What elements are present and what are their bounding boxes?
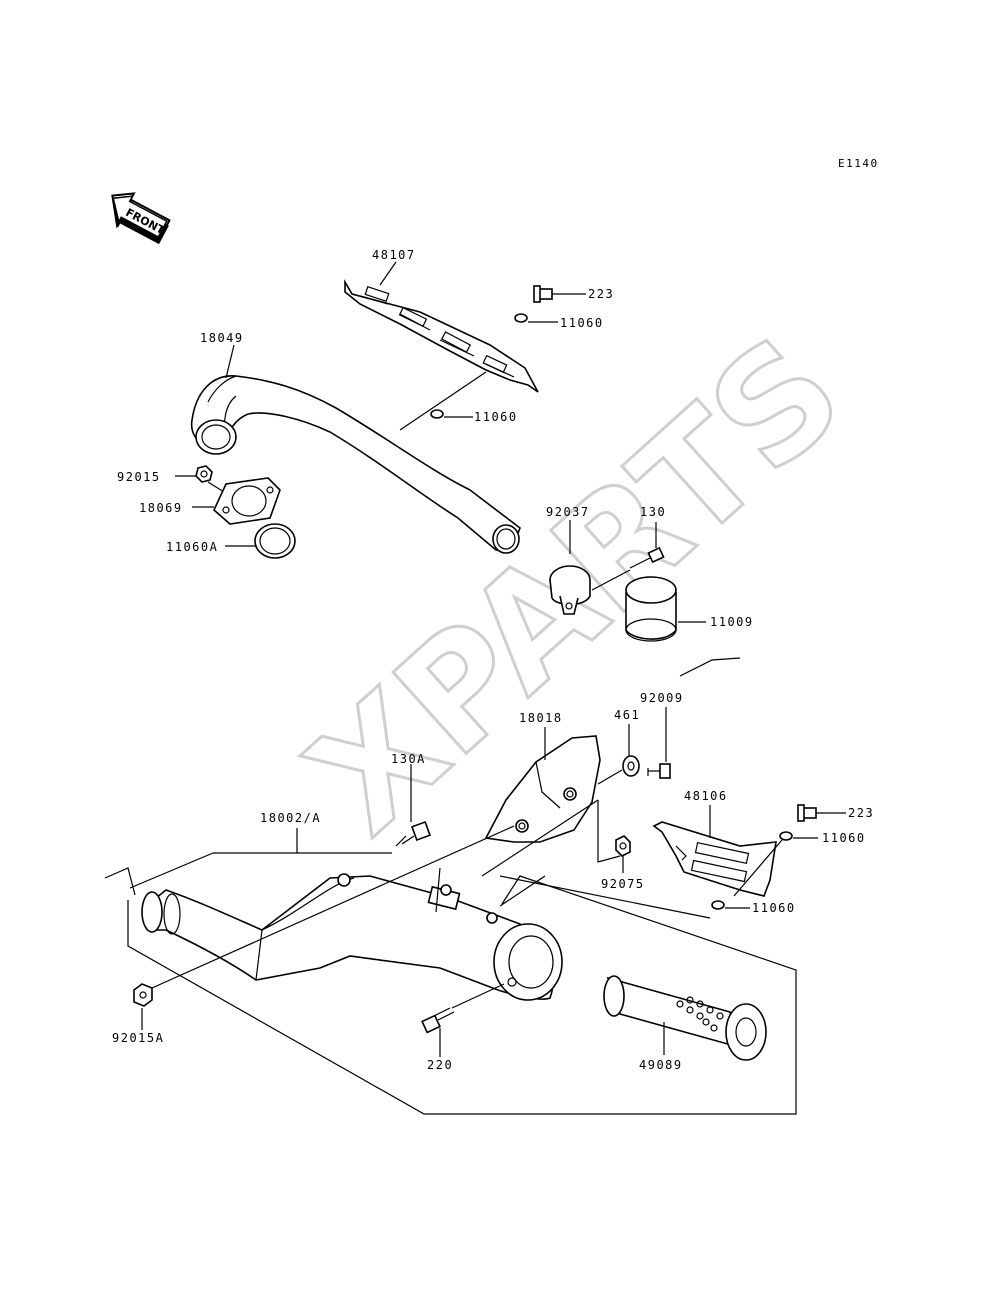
washer-461: [622, 755, 640, 777]
label-11060-b: 11060: [474, 410, 518, 424]
label-48107: 48107: [372, 248, 416, 262]
nut-92015: [195, 465, 213, 483]
sleeve-11009: [625, 576, 677, 642]
label-461: 461: [614, 708, 640, 722]
label-11060A: 11060A: [166, 540, 218, 554]
label-11060-a: 11060: [560, 316, 604, 330]
label-11009: 11009: [710, 615, 754, 629]
label-49089: 49089: [639, 1058, 683, 1072]
label-11060-d: 11060: [752, 901, 796, 915]
label-11060-c: 11060: [822, 831, 866, 845]
clamp-92037: [549, 565, 591, 615]
flange-18069: [213, 477, 281, 525]
exhaust-pipe-18049: [190, 375, 521, 554]
label-18002A: 18002/A: [260, 811, 321, 825]
label-92075: 92075: [601, 877, 645, 891]
guard-48106: [652, 821, 777, 897]
bolt-223-top: [533, 285, 586, 303]
diagram-code: E1140: [838, 157, 879, 170]
label-92009: 92009: [640, 691, 684, 705]
label-223-top: 223: [588, 287, 614, 301]
label-220: 220: [427, 1058, 453, 1072]
label-18049: 18049: [200, 331, 244, 345]
gasket-11060A: [254, 523, 296, 559]
heat-shield-18018: [484, 735, 601, 843]
bolt-92009: [647, 763, 671, 779]
grommet-11060-b: [430, 409, 444, 419]
insert-49089: [603, 975, 767, 1061]
label-48106: 48106: [684, 789, 728, 803]
label-18018: 18018: [519, 711, 563, 725]
bolt-220: [421, 1007, 455, 1034]
nut-92015A: [133, 983, 153, 1007]
bolt-130: [591, 546, 665, 591]
label-92015A: 92015A: [112, 1031, 164, 1045]
grommet-11060-a: [514, 313, 528, 323]
heat-guard-48107: [344, 279, 539, 393]
grommet-11060-d: [711, 900, 725, 910]
label-223-right: 223: [848, 806, 874, 820]
label-92037: 92037: [546, 505, 590, 519]
grommet-11060-c: [779, 831, 793, 841]
label-130: 130: [640, 505, 666, 519]
label-92015: 92015: [117, 470, 161, 484]
front-arrow-icon: FRONT: [111, 192, 171, 245]
label-130A: 130A: [391, 752, 426, 766]
bolt-130A: [395, 821, 431, 847]
bolt-223-right: [797, 804, 846, 822]
muffler-18002A: [141, 873, 563, 1001]
label-18069: 18069: [139, 501, 183, 515]
nut-92075: [615, 835, 631, 857]
